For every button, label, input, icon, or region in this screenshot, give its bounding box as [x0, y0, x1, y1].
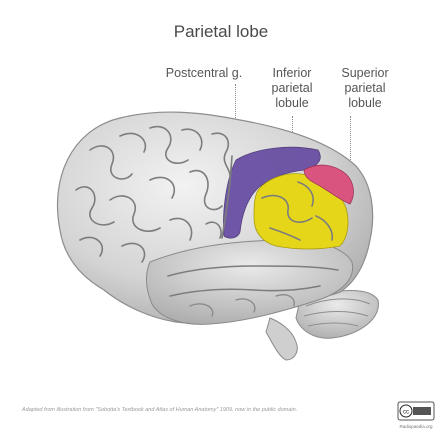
label-inferior-parietal-lobule: Inferior parietal lobule	[262, 66, 322, 111]
temporal-sulci	[189, 294, 295, 317]
diagram-title: Parietal lobe	[173, 22, 269, 41]
brainstem	[265, 317, 298, 361]
label-postcentral-gyrus: Postcentral g.	[165, 66, 243, 80]
sulci-pattern	[75, 125, 339, 297]
label-inferior-line-3: lobule	[275, 96, 309, 110]
label-superior-line-3: lobule	[348, 96, 382, 110]
label-inferior-line-1: Inferior	[272, 66, 312, 80]
leader-line-superior	[350, 116, 351, 188]
svg-text:cc: cc	[403, 410, 409, 416]
cc-license-badge[interactable]: cc Radiopaedia.org	[397, 400, 435, 434]
image-credit: Adapted from illustration from "Sobotta'…	[22, 407, 298, 413]
region-superior-parietal-lobule	[303, 164, 354, 205]
region-postcentral-gyrus	[223, 146, 321, 239]
label-inferior-line-2: parietal	[271, 81, 313, 95]
label-superior-parietal-lobule: Superior parietal lobule	[326, 66, 404, 111]
cc-icon	[399, 404, 413, 418]
label-superior-line-2: parietal	[344, 81, 386, 95]
cc-site-text: Radiopaedia.org	[399, 424, 433, 429]
label-superior-line-1: Superior	[341, 66, 389, 80]
cerebellar-folia	[303, 298, 371, 327]
